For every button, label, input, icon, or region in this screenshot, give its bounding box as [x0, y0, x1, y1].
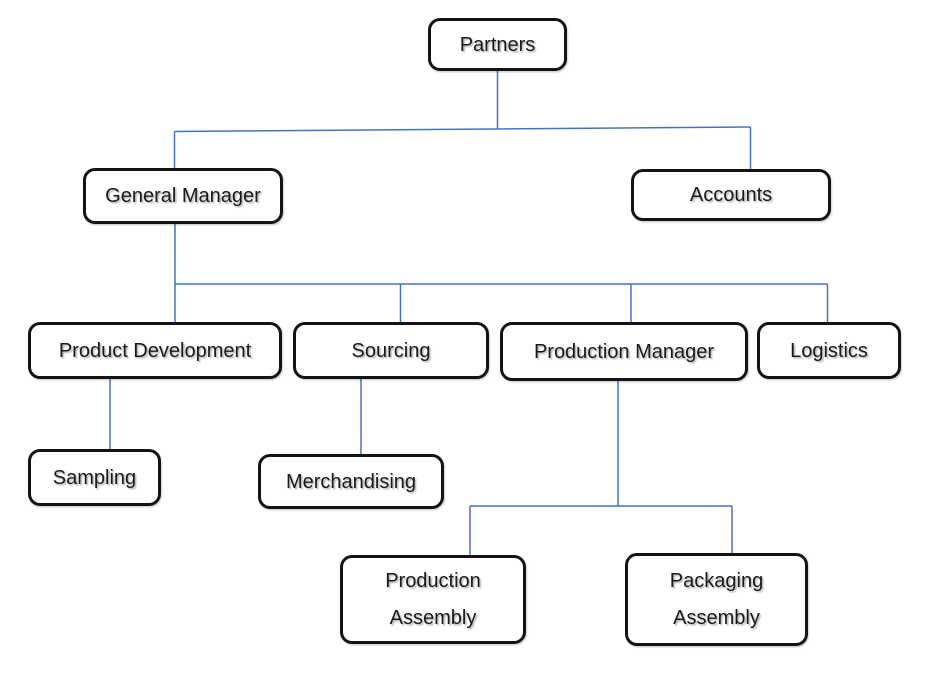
node-sampling: Sampling	[28, 449, 161, 506]
node-merchandising: Merchandising	[258, 454, 444, 509]
node-production-assembly-label-line1: Production	[385, 570, 481, 592]
node-accounts-label: Accounts	[689, 184, 773, 206]
edge-level2-rail	[174, 126, 751, 133]
node-production-manager: Production Manager	[500, 322, 748, 381]
node-packaging-assembly: Packaging Assembly	[625, 553, 808, 646]
node-production-manager-label: Production Manager	[533, 340, 715, 363]
node-accounts: Accounts	[631, 169, 831, 221]
node-logistics-label: Logistics	[790, 339, 868, 362]
node-production-assembly: Production Assembly	[340, 555, 526, 644]
node-sourcing-label: Sourcing	[351, 339, 431, 362]
node-packaging-assembly-label-line2: Assembly	[673, 607, 760, 629]
node-partners: Partners	[428, 18, 567, 71]
node-general-manager: General Manager	[83, 168, 283, 224]
node-sampling-label: Sampling	[52, 466, 137, 489]
node-production-assembly-label-line2: Assembly	[389, 607, 477, 629]
node-sourcing: Sourcing	[293, 322, 489, 379]
node-packaging-assembly-label-line1: Packaging	[669, 570, 764, 592]
node-merchandising-label: Merchandising	[285, 470, 417, 493]
node-general-manager-label: General Manager	[105, 185, 261, 207]
node-product-development: Product Development	[28, 322, 282, 379]
node-logistics: Logistics	[757, 322, 901, 379]
node-product-development-label: Product Development	[58, 339, 252, 362]
node-partners-label: Partners	[459, 33, 536, 56]
